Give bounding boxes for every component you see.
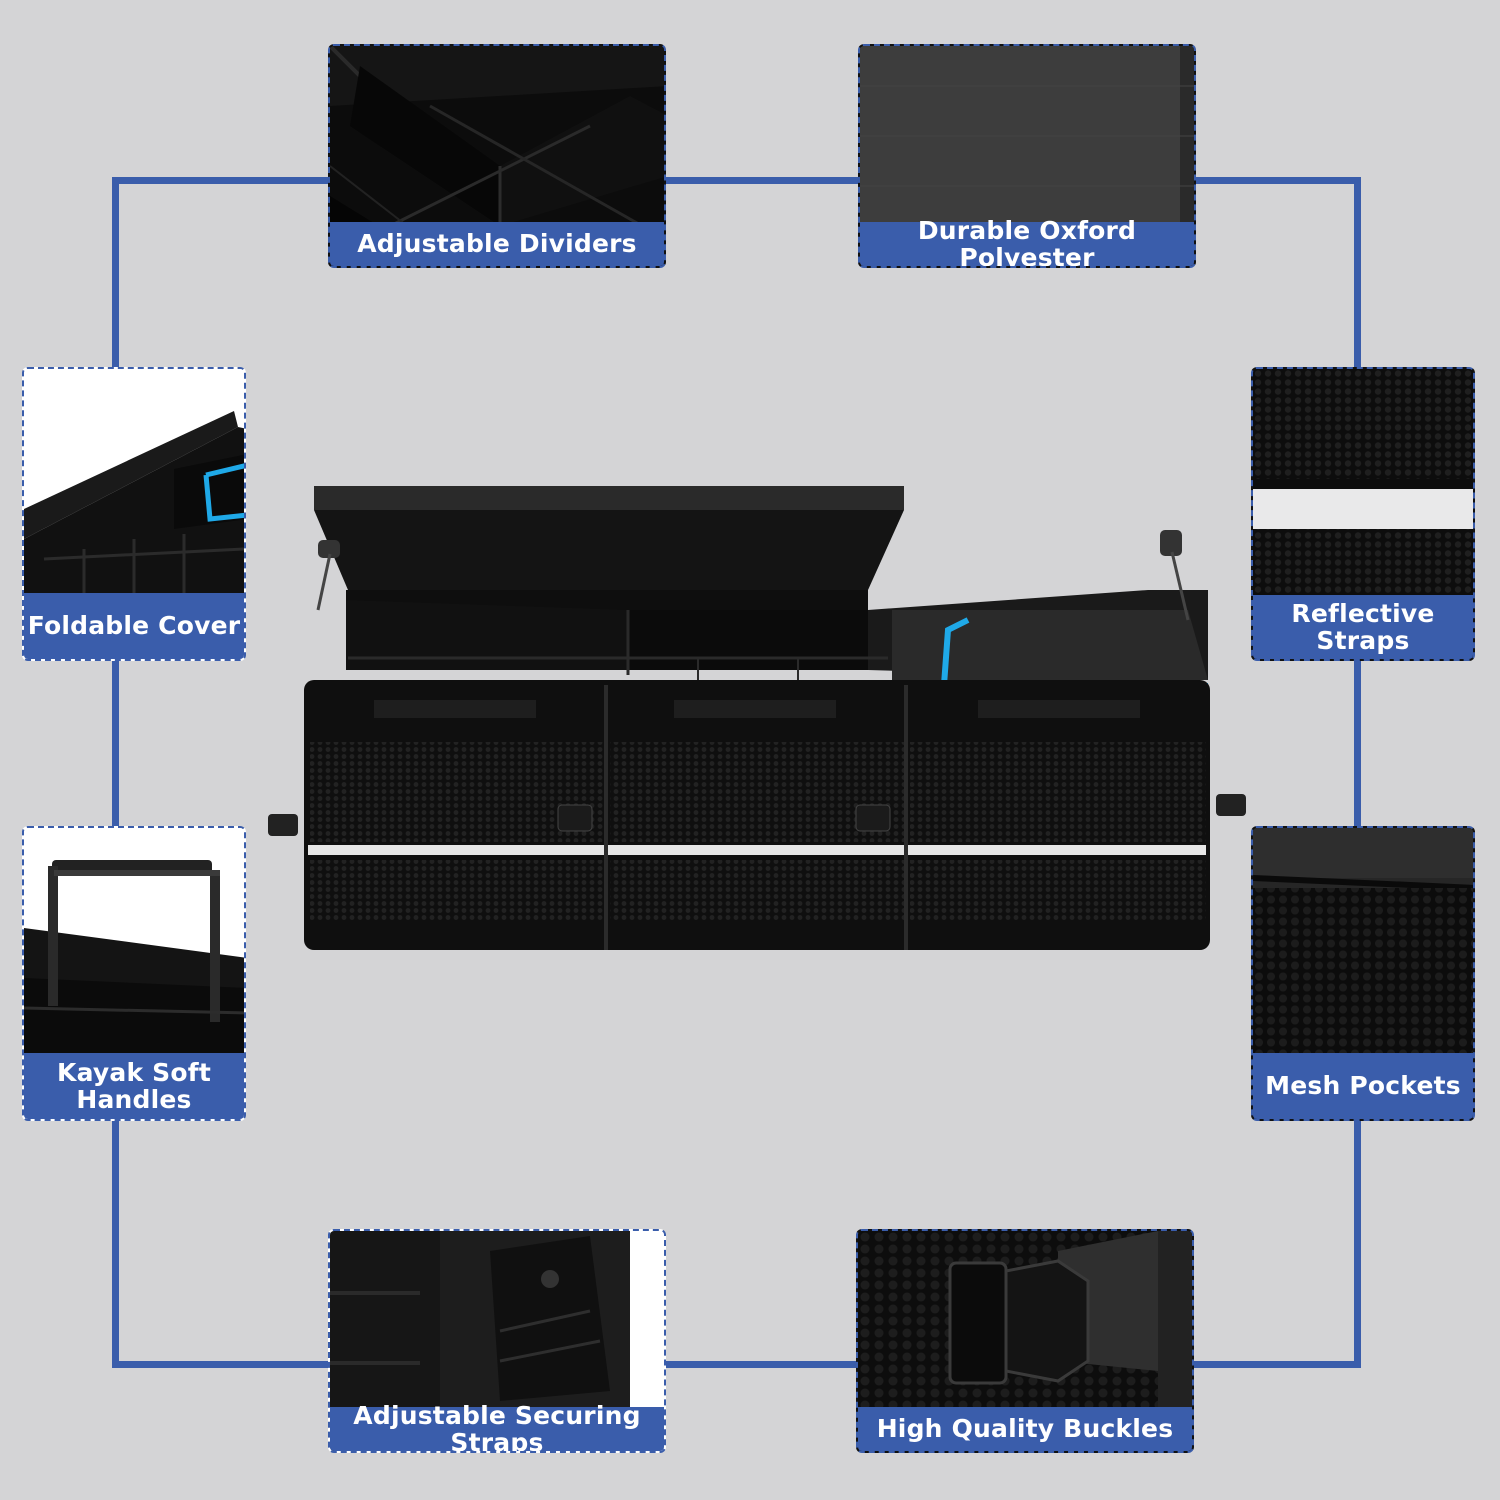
caption-buckles: High Quality Buckles	[858, 1407, 1192, 1451]
frame-right-middle	[1354, 660, 1361, 828]
caption-mesh: Mesh Pockets	[1253, 1053, 1473, 1119]
caption-oxford-label: Durable Oxford Polyester	[917, 215, 1137, 268]
frame-left-middle	[112, 660, 119, 828]
feature-card-handles: Kayak Soft Handles	[22, 826, 246, 1121]
feature-card-cover: Foldable Cover	[22, 367, 246, 661]
frame-bottom-left	[112, 1361, 330, 1368]
feature-card-securing: Adjustable Securing Straps	[328, 1229, 666, 1453]
caption-handles: Kayak Soft Handles	[24, 1053, 244, 1119]
feature-card-dividers: Adjustable Dividers	[328, 44, 666, 268]
caption-buckles-label: High Quality Buckles	[876, 1414, 1174, 1444]
caption-mesh-label: Mesh Pockets	[1265, 1071, 1461, 1101]
caption-reflective: Reflective Straps	[1253, 595, 1473, 659]
caption-handles-line1: Kayak Soft	[57, 1057, 211, 1087]
frame-bottom-middle	[664, 1361, 860, 1368]
caption-oxford: Durable Oxford Polyester	[860, 216, 1194, 266]
frame-top-right	[1195, 177, 1361, 184]
caption-securing: Adjustable Securing Straps	[330, 1401, 664, 1451]
frame-left-lower	[112, 1120, 119, 1368]
trunk-organizer-illustration-icon	[268, 486, 1246, 950]
caption-cover-label: Foldable Cover	[27, 611, 241, 641]
caption-dividers-label: Adjustable Dividers	[357, 229, 637, 259]
caption-securing-label: Adjustable Securing Straps	[353, 1400, 641, 1453]
feature-card-oxford: Durable Oxford Polyester	[858, 44, 1196, 268]
frame-bottom-right	[1192, 1361, 1361, 1368]
feature-card-reflective: Reflective Straps	[1251, 367, 1475, 661]
caption-dividers: Adjustable Dividers	[330, 222, 664, 266]
frame-top-middle	[664, 177, 860, 184]
feature-card-buckles: High Quality Buckles	[856, 1229, 1194, 1453]
feature-card-mesh: Mesh Pockets	[1251, 826, 1475, 1121]
caption-handles-line2: Handles	[76, 1085, 192, 1114]
frame-top-left	[112, 177, 330, 184]
caption-reflective-label: Reflective Straps	[1291, 598, 1435, 655]
frame-right-upper	[1354, 177, 1361, 369]
caption-cover: Foldable Cover	[24, 593, 244, 659]
frame-left-upper	[112, 177, 119, 369]
frame-right-lower	[1354, 1120, 1361, 1368]
